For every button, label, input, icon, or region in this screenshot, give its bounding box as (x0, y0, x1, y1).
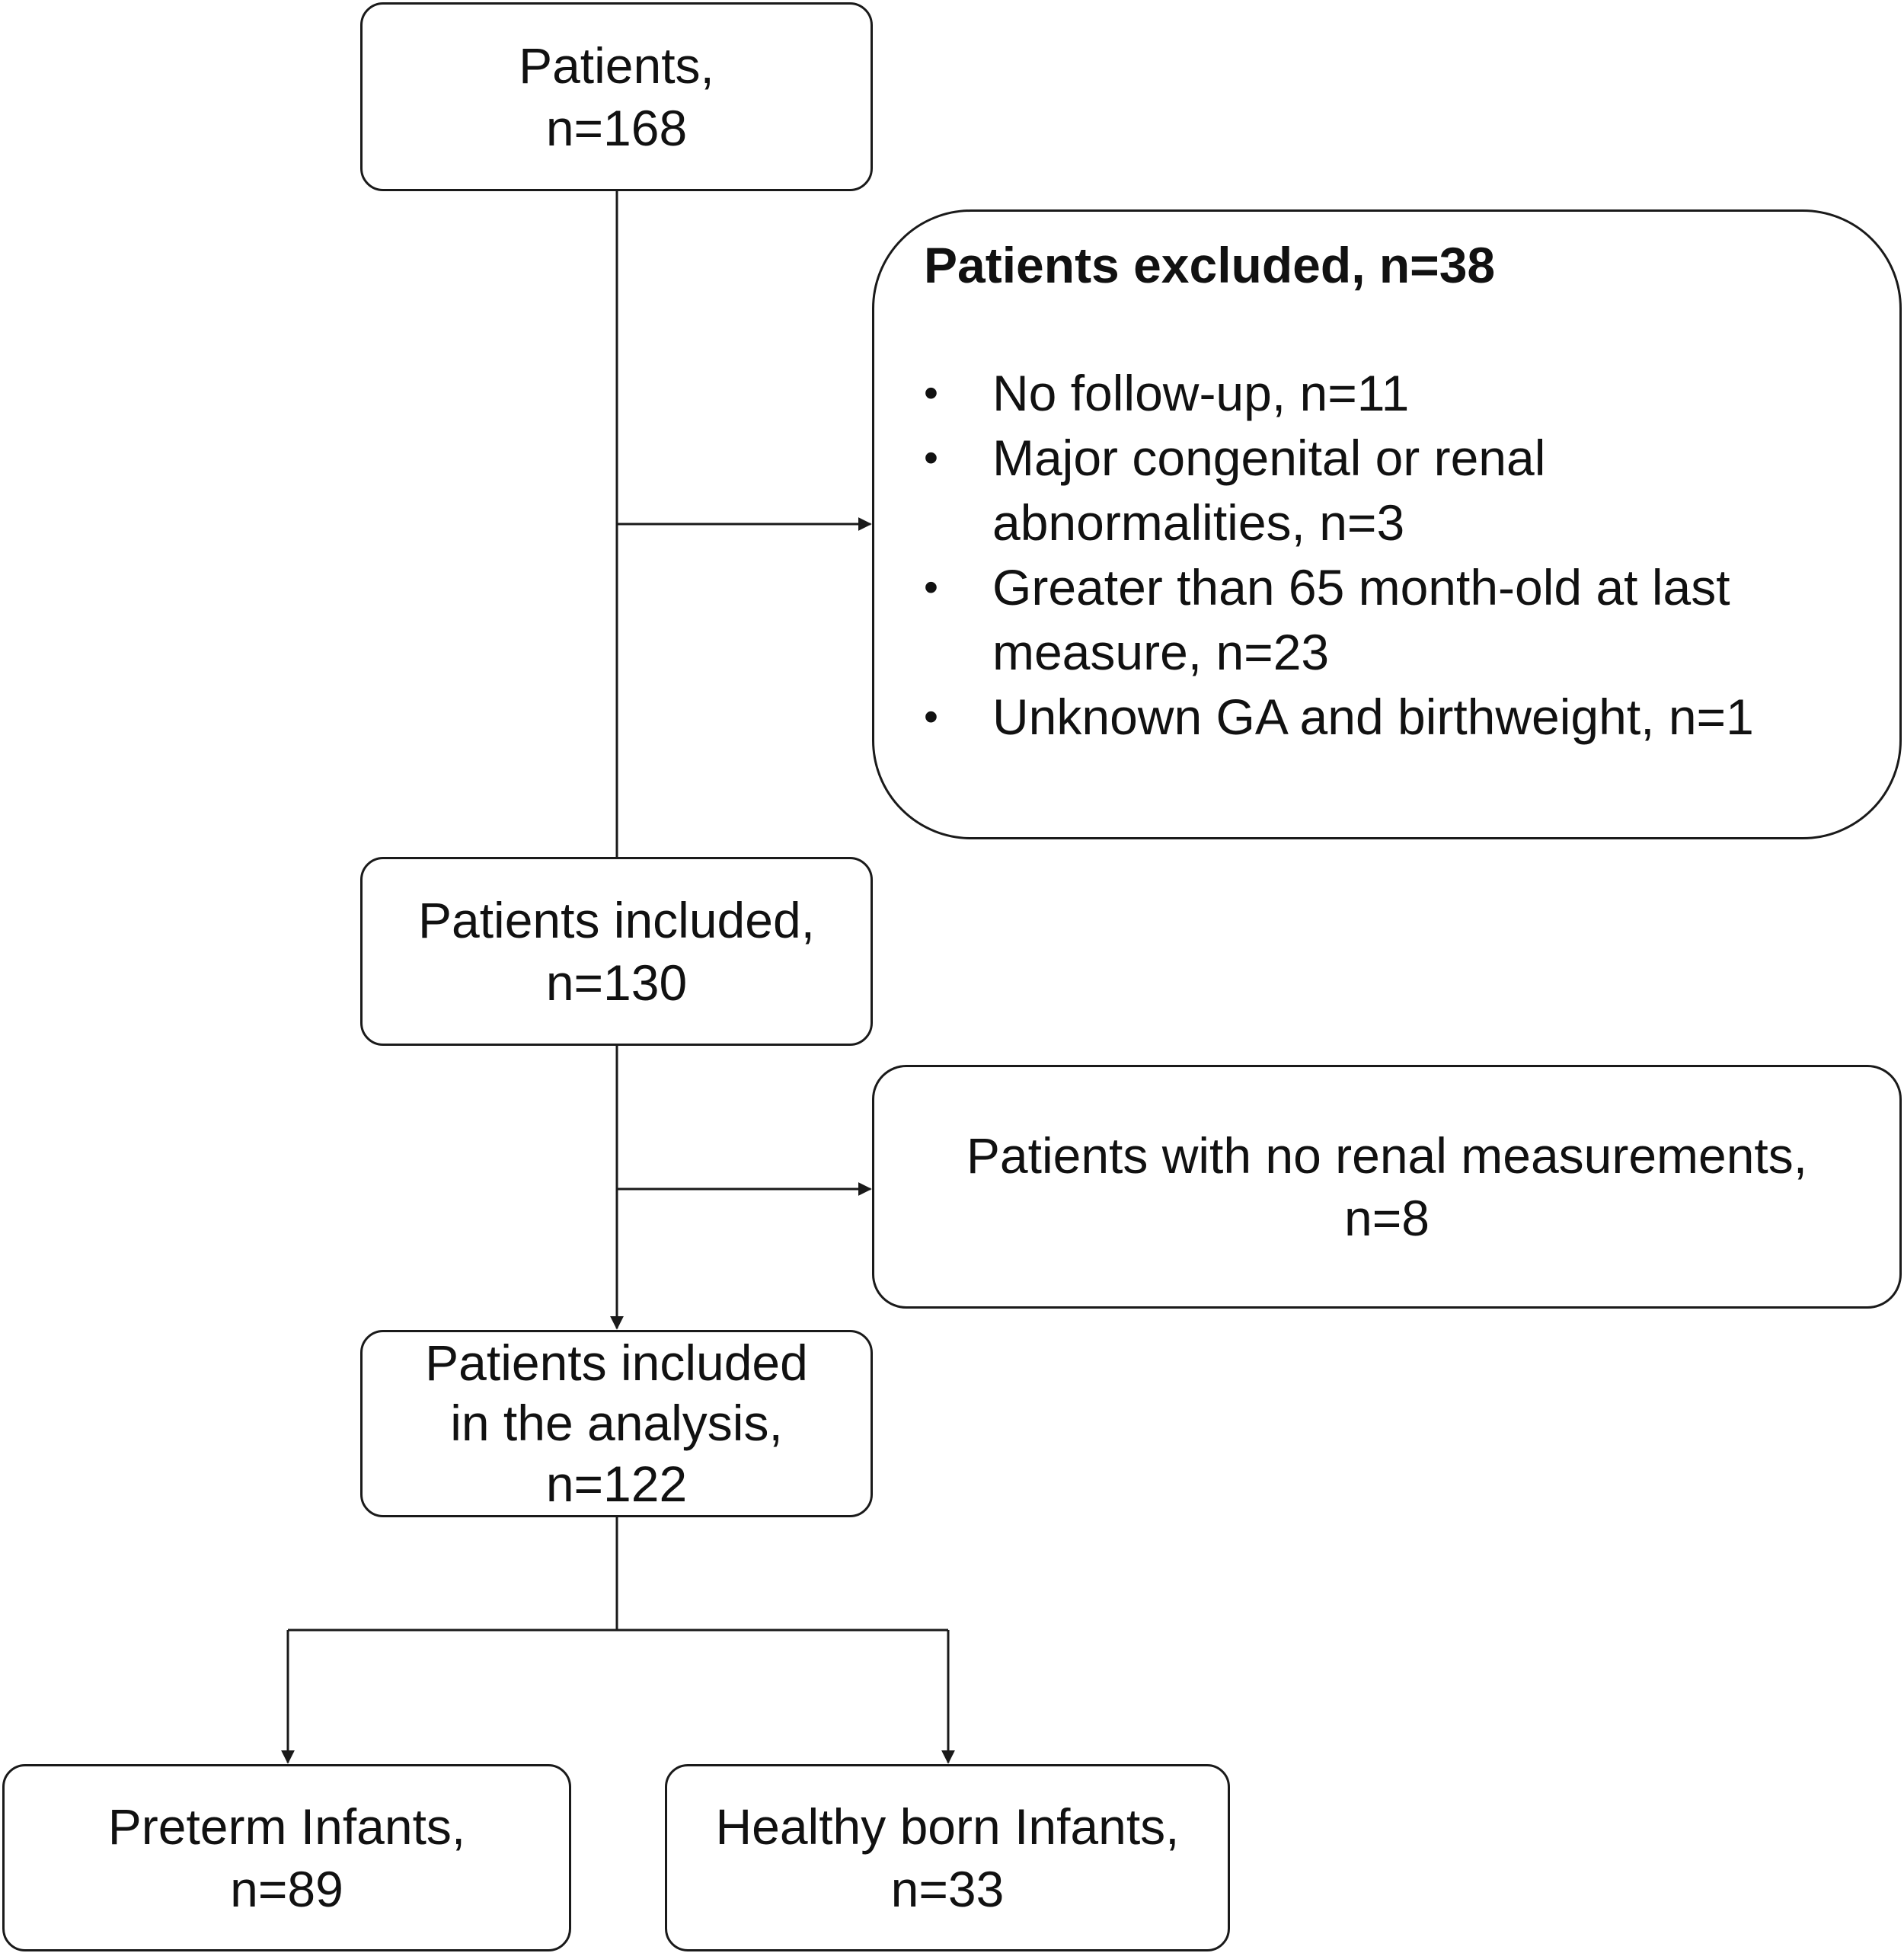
exclusion-item-text: abnormalities, n=3 (992, 494, 1405, 551)
node-healthy-label: Healthy born Infants, (715, 1798, 1180, 1855)
exclusion-item: • Greater than 65 month-old at last meas… (924, 555, 1754, 685)
exclusion-item-text: Greater than 65 month-old at last (992, 559, 1730, 615)
node-included-count: n=130 (545, 954, 688, 1011)
exclusion-item: • No follow-up, n=11 (924, 361, 1754, 426)
exclusion-item: • Unknown GA and birthweight, n=1 (924, 685, 1754, 750)
node-no-renal-label: Patients with no renal measurements, (966, 1127, 1808, 1184)
node-patients-excluded (872, 209, 1902, 839)
bullet-icon: • (924, 694, 938, 740)
node-patients-included: Patients included, n=130 (360, 857, 873, 1046)
exclusion-reasons-list: • No follow-up, n=11 • Major congenital … (924, 361, 1754, 750)
node-patients: Patients, n=168 (360, 2, 873, 191)
exclusion-item-text: measure, n=23 (992, 624, 1330, 680)
node-included-in-analysis: Patients included in the analysis, n=122 (360, 1330, 873, 1517)
node-preterm-count: n=89 (230, 1861, 343, 1917)
exclusion-item-text: No follow-up, n=11 (992, 365, 1410, 421)
node-analysis-label-1: Patients included (425, 1334, 808, 1392)
node-analysis-label-2: in the analysis, (450, 1395, 783, 1452)
node-patients-label: Patients, (519, 37, 714, 94)
node-healthy-count: n=33 (890, 1861, 1005, 1917)
bullet-icon: • (924, 435, 938, 481)
node-preterm-infants: Preterm Infants, n=89 (2, 1764, 571, 1951)
bullet-icon: • (924, 370, 938, 416)
node-included-label: Patients included, (417, 891, 815, 948)
node-analysis-count: n=122 (545, 1455, 688, 1512)
node-preterm-label: Preterm Infants, (107, 1798, 466, 1855)
node-no-renal-measurements: Patients with no renal measurements, n=8 (872, 1065, 1902, 1309)
exclusion-item-text: Unknown GA and birthweight, n=1 (992, 689, 1754, 745)
node-no-renal-count: n=8 (1344, 1190, 1430, 1246)
exclusion-item-text: Major congenital or renal (992, 430, 1546, 486)
node-patients-count: n=168 (545, 100, 688, 156)
excluded-title: Patients excluded, n=38 (924, 237, 1496, 293)
node-healthy-born-infants: Healthy born Infants, n=33 (665, 1764, 1230, 1951)
exclusion-item: • Major congenital or renal abnormalitie… (924, 426, 1754, 555)
bullet-icon: • (924, 564, 938, 610)
